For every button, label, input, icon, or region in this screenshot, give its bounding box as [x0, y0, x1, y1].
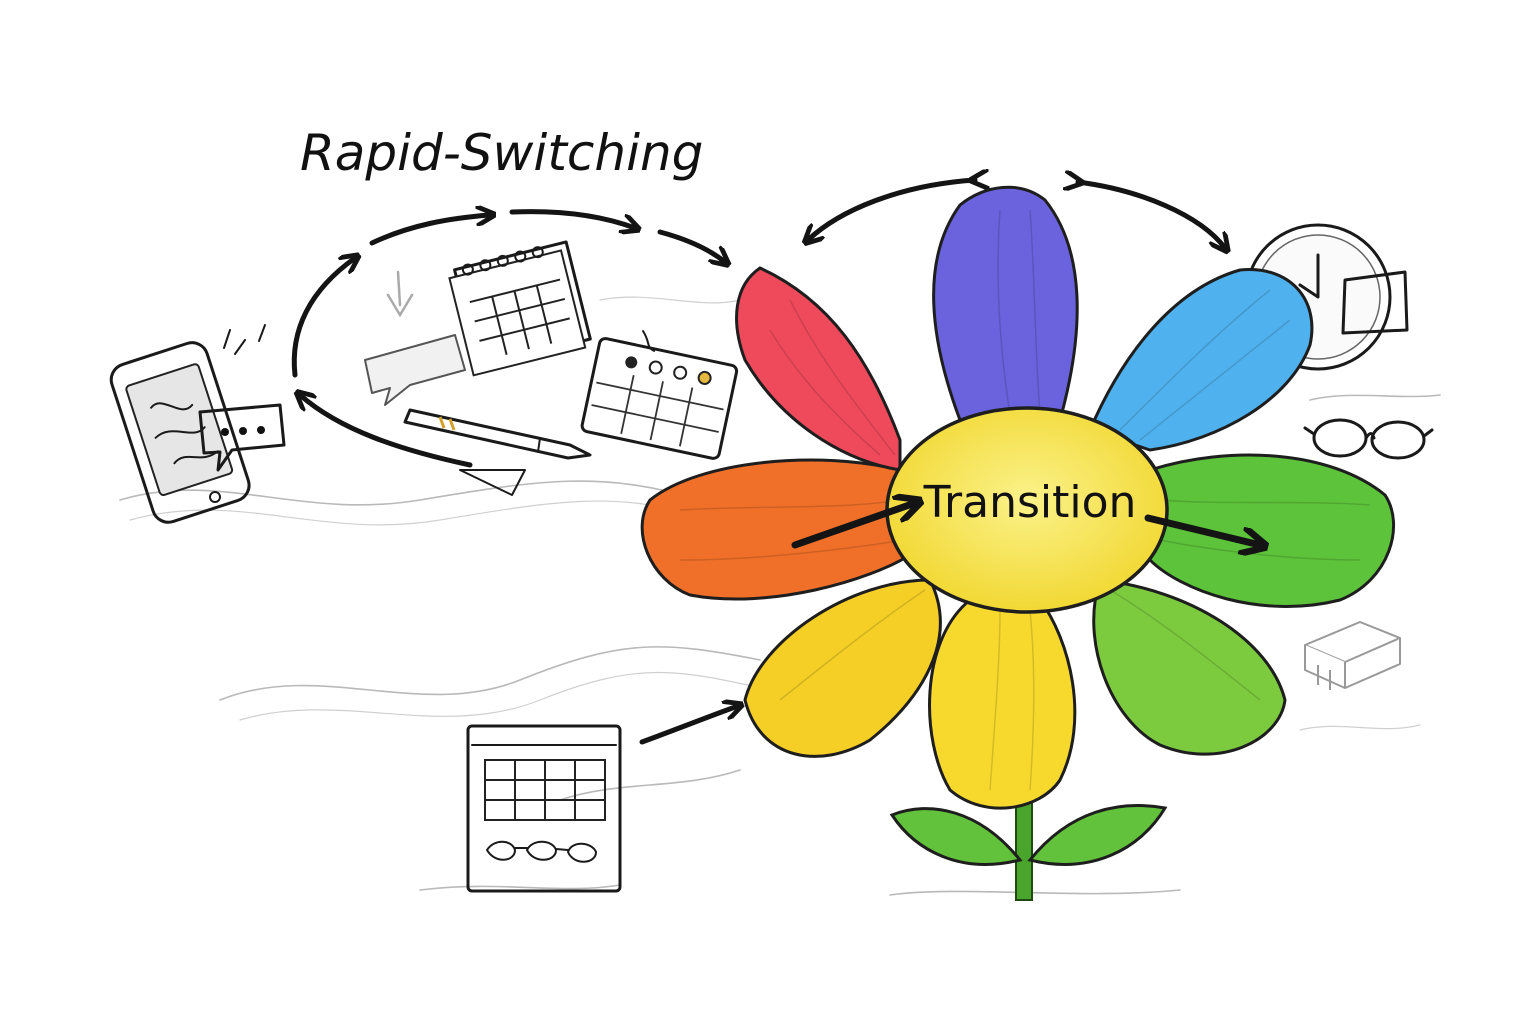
diagram-title: Rapid-Switching [300, 124, 703, 182]
center-arrow-out [1144, 514, 1260, 545]
leaf-right [1027, 804, 1168, 866]
calendar-icon [448, 240, 592, 377]
planner-icon [580, 330, 739, 460]
pen-icon [403, 408, 592, 460]
motion-lines [119, 296, 1441, 896]
petal-green [1148, 453, 1396, 608]
petal-orange [640, 458, 912, 601]
switching-loop-arrows [291, 209, 738, 745]
spreadsheet-icon [466, 724, 622, 893]
leaf-left [889, 807, 1023, 866]
paper-strip [459, 469, 526, 496]
chat-bubble-icon [198, 403, 286, 472]
petal-yellow-bottom [928, 598, 1077, 810]
smartphone-icon [109, 324, 266, 524]
boxes-icon [1304, 621, 1401, 690]
center-arrow-in [791, 503, 915, 549]
petal-yellow-left [743, 578, 942, 758]
glasses-icon [1303, 418, 1434, 460]
petal-green-bottom [1092, 578, 1287, 756]
loop-arrow-to-flower [657, 229, 725, 262]
spreadsheet-arrow [639, 706, 738, 745]
loop-arrow-top-2 [509, 209, 635, 228]
flower: Transition [640, 180, 1396, 901]
loop-arrow-up [291, 258, 355, 378]
petal-red [735, 266, 902, 472]
petal-cycle-arrows [808, 180, 1225, 248]
center-label: Transition [923, 477, 1137, 528]
loop-arrow-top-1 [369, 215, 490, 246]
petal-blue [1087, 268, 1314, 452]
loop-arrow-return [300, 395, 473, 468]
message-bubble-icon [364, 270, 466, 406]
